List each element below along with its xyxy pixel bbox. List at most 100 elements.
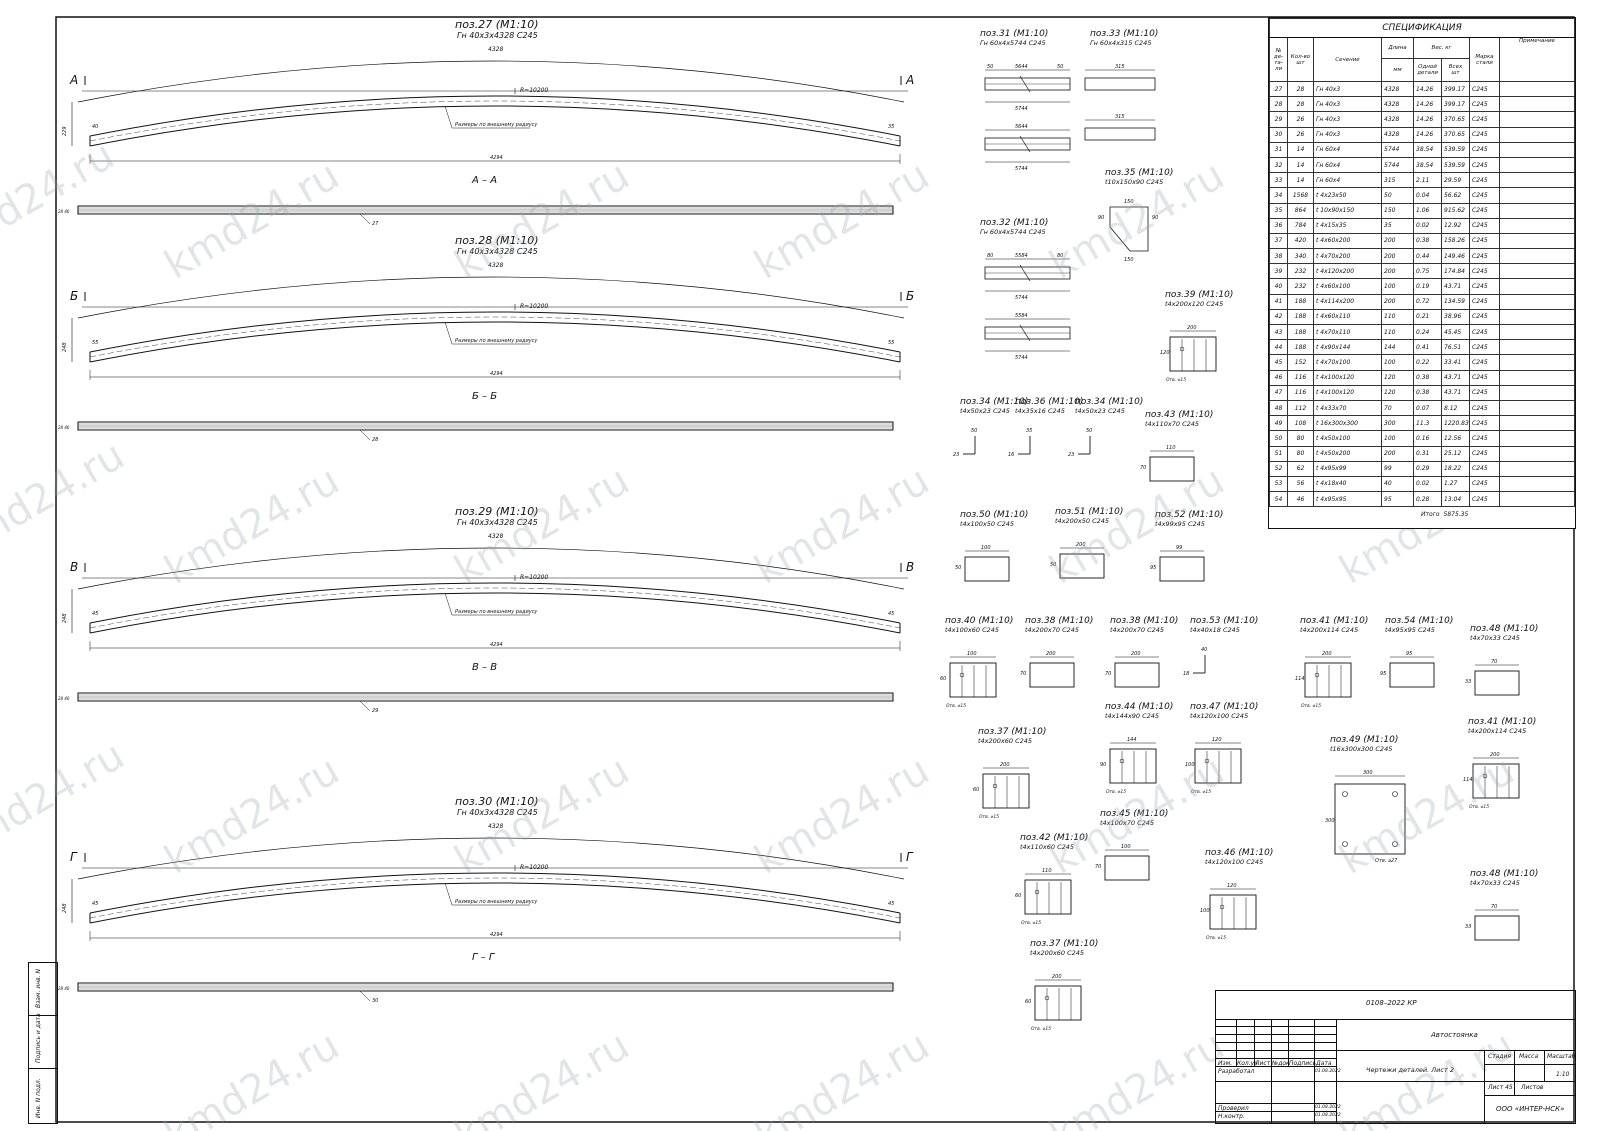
spec-cell-note (1499, 399, 1575, 417)
spec-cell: 48 (1269, 399, 1288, 417)
spec-cell: 26 (1287, 111, 1314, 128)
part-dim: 60 (1025, 999, 1031, 1005)
spec-cell: 0.44 (1413, 248, 1442, 265)
spec-cell: t 4х33х70 (1313, 399, 1382, 417)
spec-cell: 95 (1381, 491, 1414, 508)
arch-angle-right: 55 (888, 340, 894, 346)
part-dim: 70 (1105, 671, 1111, 677)
part-profile: t4x200x60 С245 (1030, 949, 1084, 957)
arch-height: 248 (62, 613, 68, 623)
spec-cell-note (1499, 475, 1575, 493)
spec-cell: 62 (1287, 460, 1314, 477)
spec-cell: 420 (1287, 232, 1314, 250)
spec-cell: 0.22 (1413, 354, 1442, 371)
spec-cell: 28 (1269, 96, 1288, 113)
stamp-developer: Разработал (1218, 1068, 1255, 1075)
part-dim: 70 (1491, 659, 1497, 665)
spec-cell-note (1499, 354, 1575, 371)
spec-cell: 53 (1269, 475, 1288, 493)
stamp-col-kol: Кол.уч (1237, 1060, 1258, 1067)
watermark: kmd24.ru (0, 732, 132, 868)
strip-tag: 30 (372, 998, 378, 1004)
spec-cell: t 4х60х110 (1313, 308, 1382, 326)
arch-dim-arc: 4328 (488, 823, 503, 830)
spec-cell: 46 (1269, 369, 1288, 386)
spec-cell: 45 (1269, 354, 1288, 371)
spec-cell: 4328 (1381, 80, 1414, 98)
spec-cell: 100 (1381, 430, 1414, 447)
spec-cell: 38.96 (1441, 308, 1470, 326)
part-hole: Отв. ⌀15 (979, 814, 999, 820)
part-title: поз.43 (М1:10) (1145, 410, 1213, 420)
spec-cell: 56.62 (1441, 187, 1470, 204)
arch-title: поз.28 (М1:10) (455, 234, 539, 247)
spec-cell-note (1499, 263, 1575, 280)
spec-cell-note (1499, 156, 1575, 174)
strip-edge: 28 40 (58, 986, 70, 991)
watermark: kmd24.ru (447, 152, 637, 288)
spec-cell: 399.17 (1441, 80, 1470, 98)
spec-cell-note (1499, 80, 1575, 98)
spec-cell: 52 (1269, 460, 1288, 477)
part-profile: t4x95x95 С245 (1385, 626, 1435, 634)
spec-cell: 200 (1381, 293, 1414, 310)
part-dim: 100 (1200, 908, 1210, 914)
arch-profile: Гн 40х3х4328 С245 (457, 31, 538, 40)
part-dim: 23 (953, 452, 959, 458)
spec-cell: t 4х50х100 (1313, 430, 1382, 447)
spec-cell: 38 (1269, 248, 1288, 265)
arch-angle-left: 45 (92, 901, 98, 907)
part-title: поз.42 (М1:10) (1020, 833, 1088, 843)
section-label: Б – Б (472, 391, 497, 402)
stamp-mass-head: Масса (1519, 1053, 1539, 1060)
part-profile: Гн 60х4х5744 С245 (980, 228, 1046, 236)
spec-cell: 37 (1269, 232, 1288, 250)
spec-cell: 0.29 (1413, 460, 1442, 477)
watermark: kmd24.ru (747, 1022, 937, 1131)
arch-title: поз.29 (М1:10) (455, 505, 539, 518)
part-title: поз.52 (М1:10) (1155, 510, 1223, 520)
part-dim: 90 (1098, 215, 1104, 221)
spec-cell: Гн 40х3 (1313, 111, 1382, 128)
part-dim: 80 (1057, 253, 1063, 259)
arch-title: поз.27 (М1:10) (455, 18, 539, 31)
part-dim: 120 (1212, 737, 1222, 743)
spec-title: СПЕЦИФИКАЦИЯ (1269, 18, 1575, 38)
spec-cell: 28 (1287, 80, 1314, 98)
part-hole: Отв. ⌀15 (1021, 920, 1041, 926)
spec-cell: 0.21 (1413, 308, 1442, 326)
stamp-stage-head: Стадия (1488, 1053, 1512, 1060)
arch-height: 248 (62, 342, 68, 352)
spec-cell: 0.19 (1413, 278, 1442, 295)
sheet-frame (55, 16, 1575, 1123)
part-27: поз.46 (М1:10)t4x120x100 С245120100Отв. … (1200, 848, 1273, 941)
spec-cell: С245 (1469, 80, 1500, 98)
spec-cell-note (1499, 187, 1575, 204)
section-label: В – В (472, 662, 497, 673)
part-title: поз.37 (М1:10) (1030, 939, 1098, 949)
watermark: kmd24.ru (1332, 747, 1522, 883)
part-dim: 40 (1201, 647, 1207, 653)
side-inv: Инв. N подл. (35, 1078, 42, 1118)
spec-cell: 40 (1381, 475, 1414, 493)
spec-cell: 315 (1381, 172, 1414, 189)
spec-cell: 42 (1269, 308, 1288, 326)
part-profile: t4x200x70 С245 (1110, 626, 1164, 634)
part-dim: 99 (1176, 545, 1182, 551)
watermark: kmd24.ru (1042, 747, 1232, 883)
arch-angle-left: 45 (92, 611, 98, 617)
spec-cell: 188 (1287, 339, 1314, 356)
spec-cell: 0.04 (1413, 187, 1442, 204)
arch-angle-right: 45 (888, 611, 894, 617)
spec-cell: 110 (1381, 308, 1414, 326)
spec-cell: 152 (1287, 354, 1314, 371)
spec-cell: 28 (1287, 96, 1314, 113)
